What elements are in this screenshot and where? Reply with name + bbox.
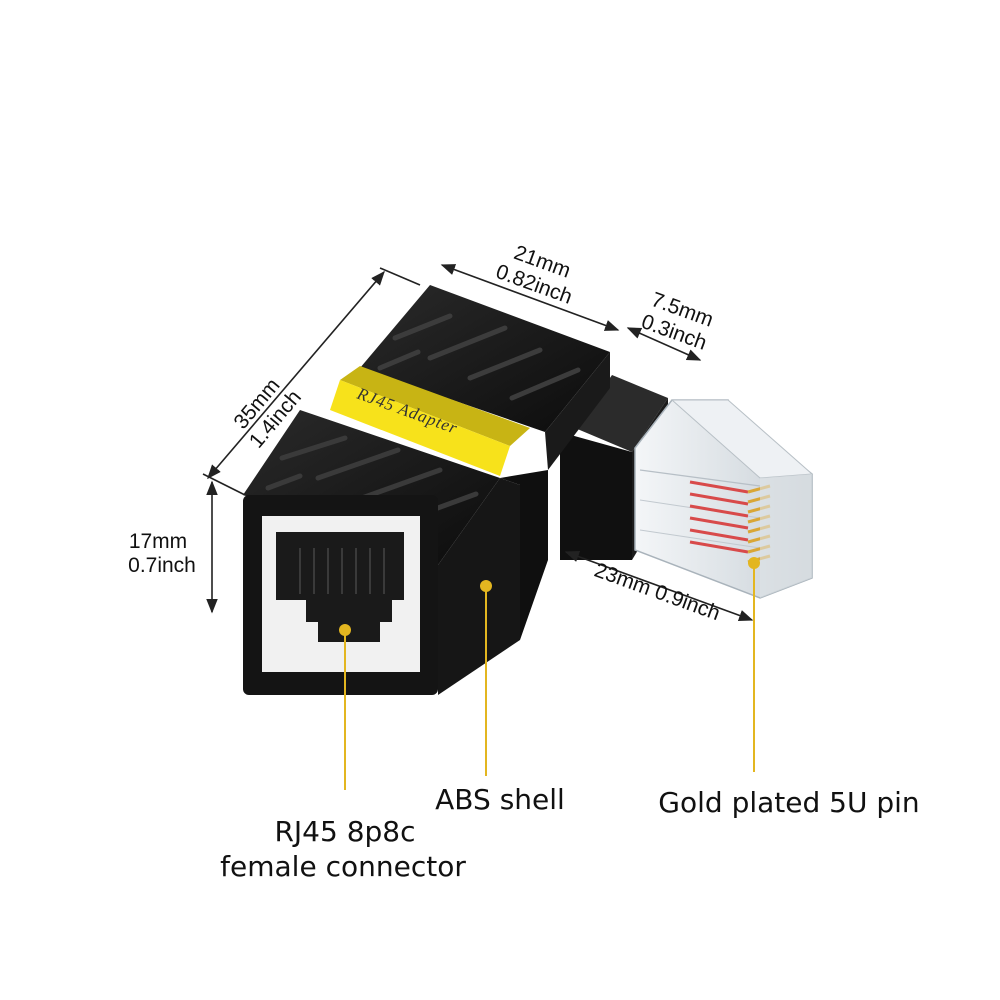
callout-female-connector-line1: RJ45 8p8c — [274, 815, 415, 848]
dim-height-label: 17mm 0.7inch — [128, 530, 196, 577]
dim-plug-width-label: 7.5mm 0.3inch — [638, 288, 716, 355]
callout-pin: Gold plated 5U pin — [658, 557, 920, 819]
callout-pin-text: Gold plated 5U pin — [658, 786, 919, 819]
dim-height-mm: 17mm — [129, 530, 187, 553]
dim-width-label: 21mm 0.82inch — [493, 241, 575, 309]
callout-female-connector: RJ45 8p8c female connector — [220, 624, 466, 883]
callout-shell: ABS shell — [435, 580, 565, 816]
rj45-male-plug — [634, 399, 814, 599]
dimension-lines — [202, 264, 754, 621]
callout-female-connector-line2: female connector — [220, 850, 466, 883]
internal-wires — [689, 480, 749, 554]
front-connector-body — [243, 410, 548, 695]
dim-height-inch: 0.7inch — [128, 554, 196, 577]
callout-shell-text: ABS shell — [435, 783, 565, 816]
rj45-female-jack — [262, 516, 420, 672]
